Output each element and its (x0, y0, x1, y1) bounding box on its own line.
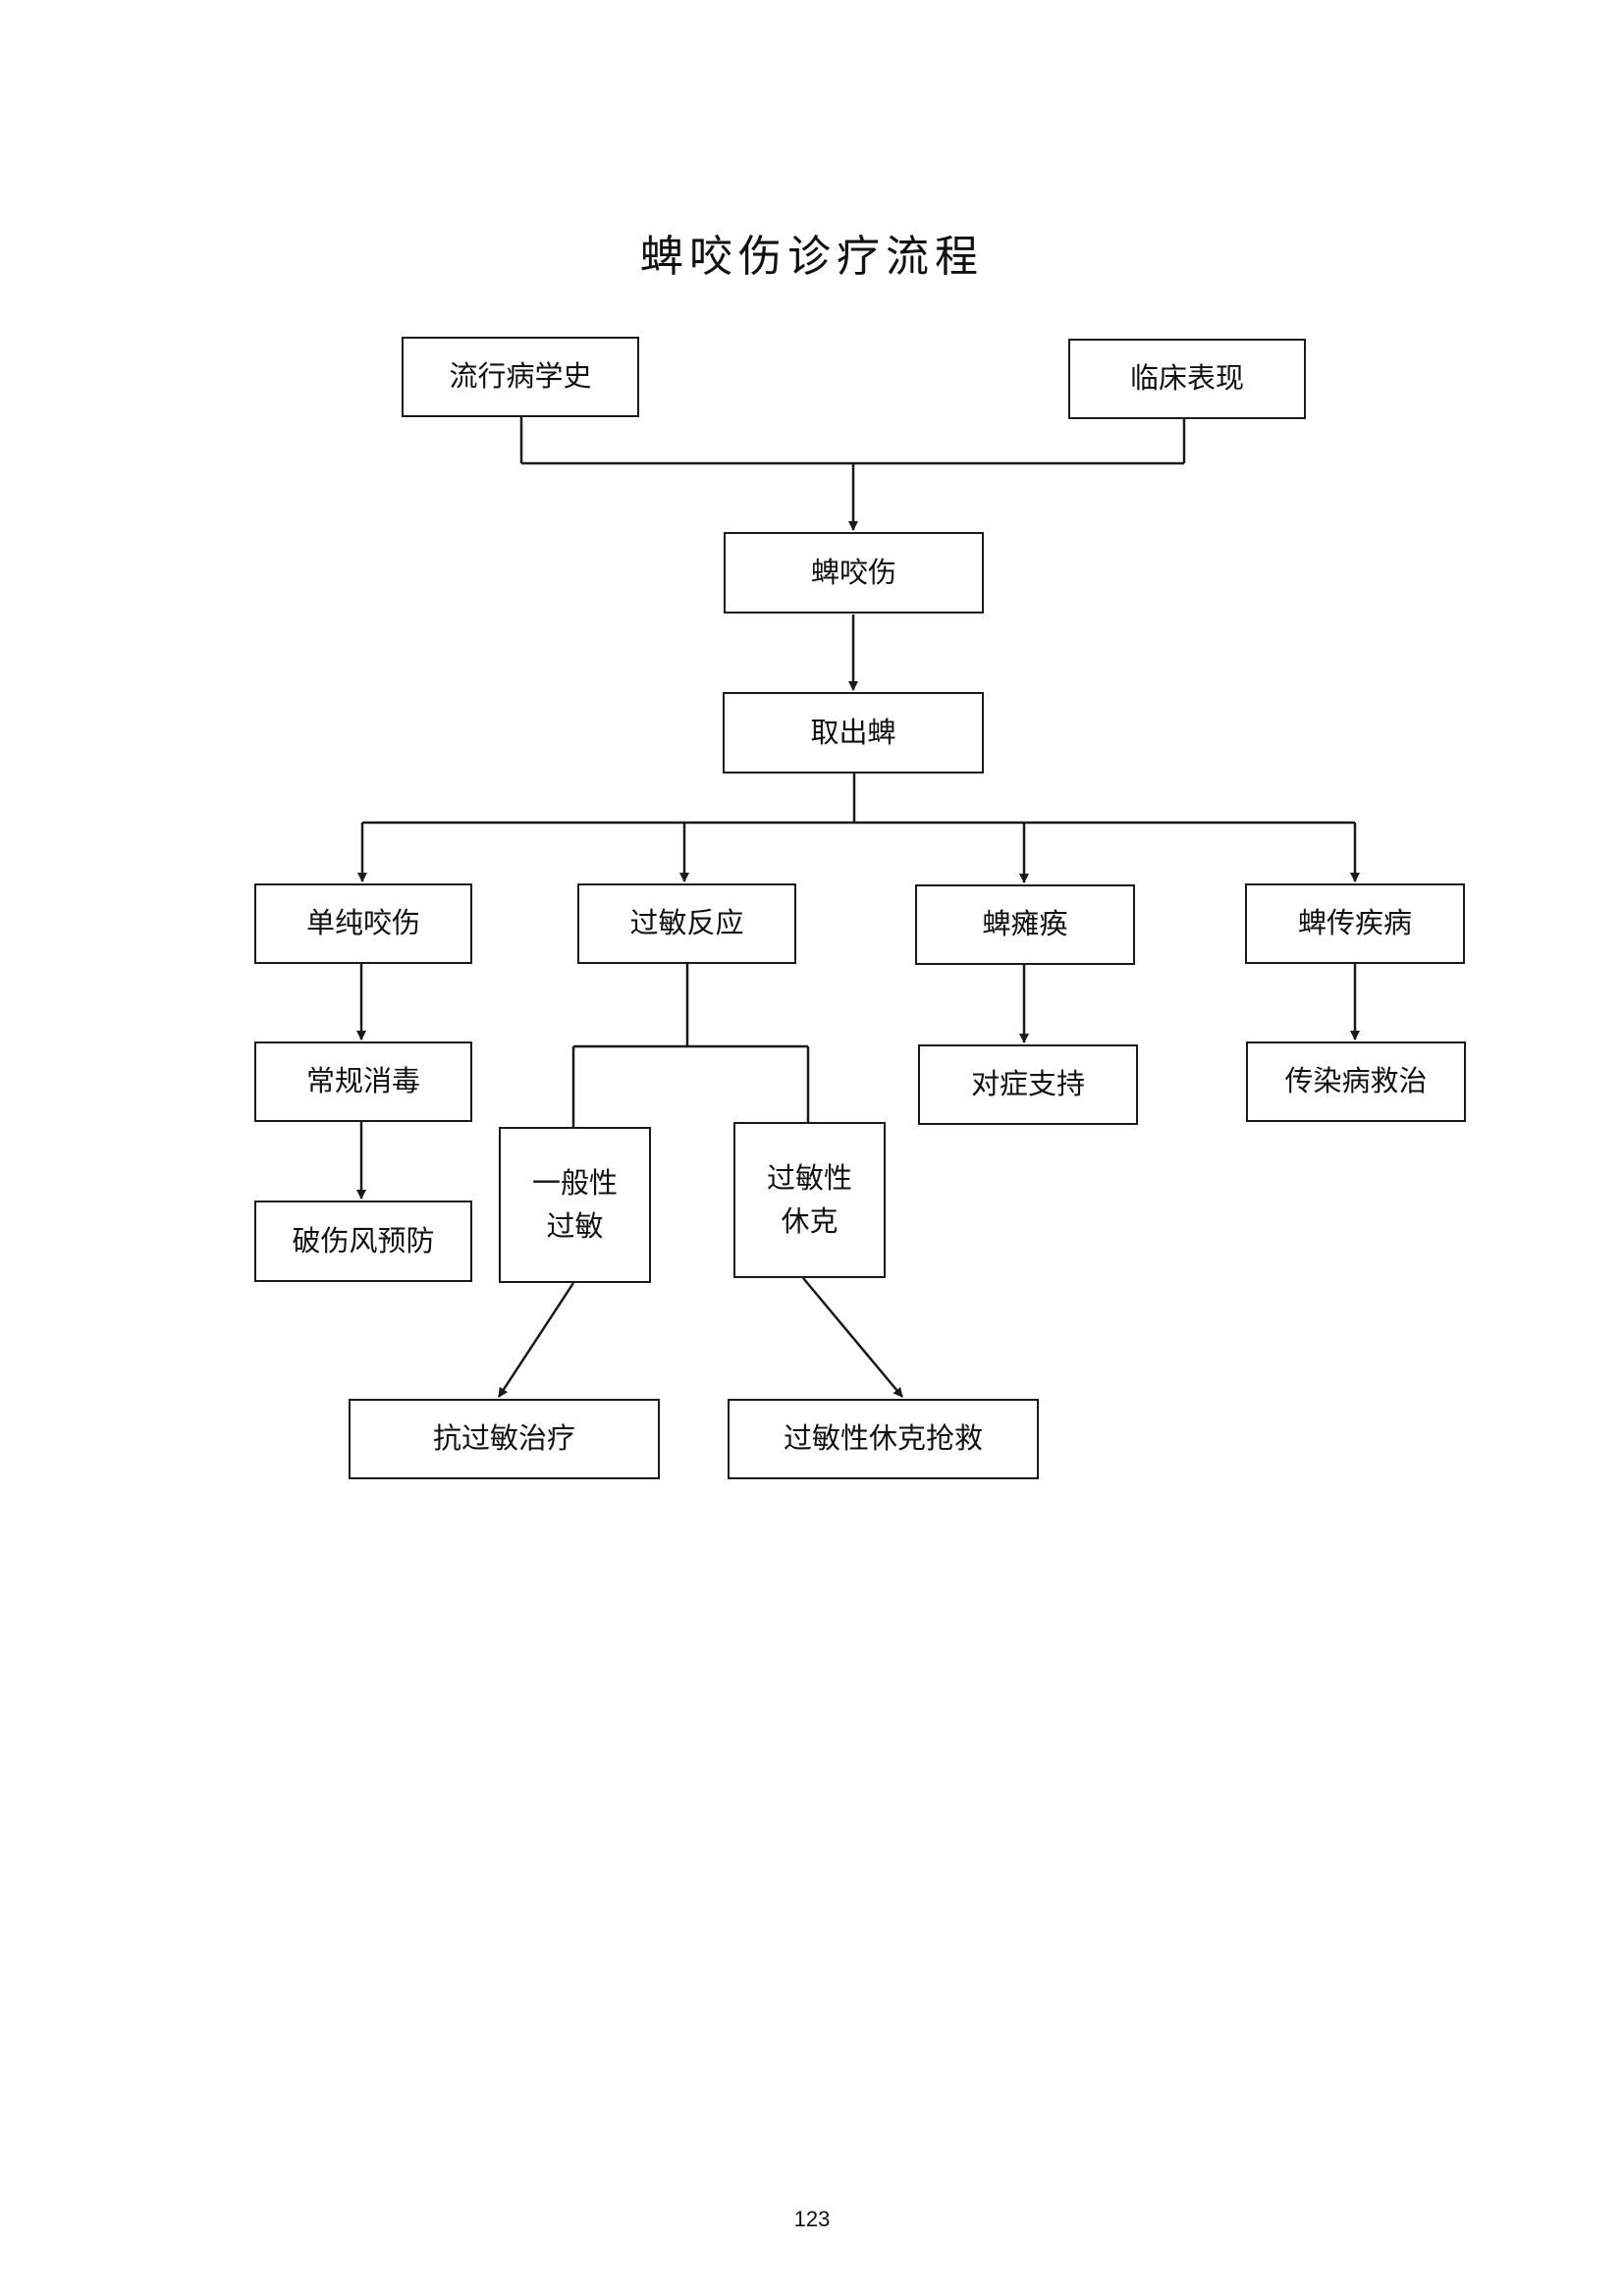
node-simple-bite: 单纯咬伤 (254, 883, 472, 964)
page-title: 蜱咬伤诊疗流程 (640, 232, 984, 282)
node-epi-history: 流行病学史 (402, 337, 639, 417)
node-label: 临床表现 (1129, 361, 1244, 396)
node-label: 破伤风预防 (292, 1223, 435, 1257)
node-tick-disease: 蜱传疾病 (1245, 883, 1465, 964)
node-general-allergy: 一般性 过敏 (499, 1127, 651, 1283)
node-shock-rescue: 过敏性休克抢救 (728, 1399, 1039, 1479)
node-clinical: 临床表现 (1068, 339, 1306, 419)
node-remove-tick: 取出蜱 (723, 692, 984, 774)
node-allergy: 过敏反应 (577, 883, 796, 964)
node-anti-allergy: 抗过敏治疗 (349, 1399, 660, 1479)
node-label: 单纯咬伤 (305, 906, 420, 940)
node-disinfect: 常规消毒 (254, 1041, 472, 1122)
node-label: 蜱咬伤 (810, 555, 896, 589)
node-label-line1: 一般性 (531, 1166, 618, 1200)
node-label: 蜱瘫痪 (982, 907, 1068, 941)
node-label-line2: 休克 (781, 1203, 839, 1238)
node-label: 常规消毒 (305, 1064, 420, 1098)
node-label: 蜱传疾病 (1297, 906, 1412, 940)
node-label-group: 一般性 过敏 (532, 1162, 618, 1248)
node-label: 过敏反应 (629, 906, 744, 940)
node-label-line1: 过敏性 (766, 1161, 852, 1195)
arrow-to-shock-rescue (802, 1277, 903, 1398)
node-label: 取出蜱 (810, 715, 896, 749)
node-label-line2: 过敏 (546, 1208, 604, 1243)
node-infectious-treat: 传染病救治 (1246, 1041, 1466, 1122)
page-number: 123 (793, 2207, 831, 2231)
node-tick-paralysis: 蜱瘫痪 (915, 884, 1135, 965)
node-label: 传染病救治 (1284, 1064, 1428, 1098)
node-label: 对症支持 (970, 1067, 1085, 1101)
arrow-to-anti-allergy (497, 1282, 575, 1398)
node-anaphylaxis: 过敏性 休克 (733, 1122, 886, 1278)
node-tick-bite: 蜱咬伤 (724, 532, 984, 614)
node-tetanus: 破伤风预防 (254, 1201, 472, 1282)
node-label: 抗过敏治疗 (432, 1421, 575, 1456)
node-label: 过敏性休克抢救 (783, 1421, 983, 1456)
node-supportive: 对症支持 (918, 1044, 1138, 1125)
node-label: 流行病学史 (449, 359, 592, 394)
node-label-group: 过敏性 休克 (767, 1157, 852, 1243)
